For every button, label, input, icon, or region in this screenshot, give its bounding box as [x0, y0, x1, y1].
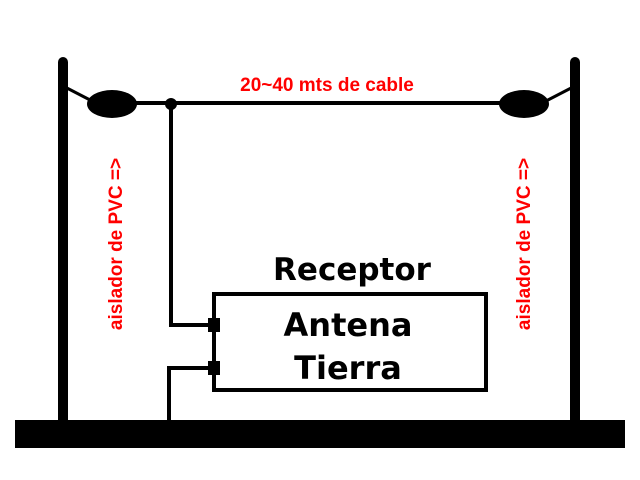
left-tie-wire [62, 84, 93, 103]
left-insulator-label: aislador de PVC => [106, 158, 127, 330]
right-tie-wire [545, 84, 576, 103]
receiver-box [212, 292, 488, 392]
ground-base [15, 420, 625, 448]
ground-terminal-label: Tierra [294, 349, 402, 387]
receiver-title: Receptor [273, 252, 432, 288]
ground-terminal [208, 361, 220, 375]
left-insulator [87, 90, 137, 118]
right-insulator [499, 90, 549, 118]
antenna-lead-in-wire [169, 104, 214, 327]
ground-wire [167, 366, 214, 421]
cable-length-label: 20~40 mts de cable [240, 75, 414, 96]
right-insulator-label: aislador de PVC => [514, 158, 535, 330]
antenna-terminal [208, 318, 220, 332]
antenna-terminal-label: Antena [284, 306, 413, 344]
